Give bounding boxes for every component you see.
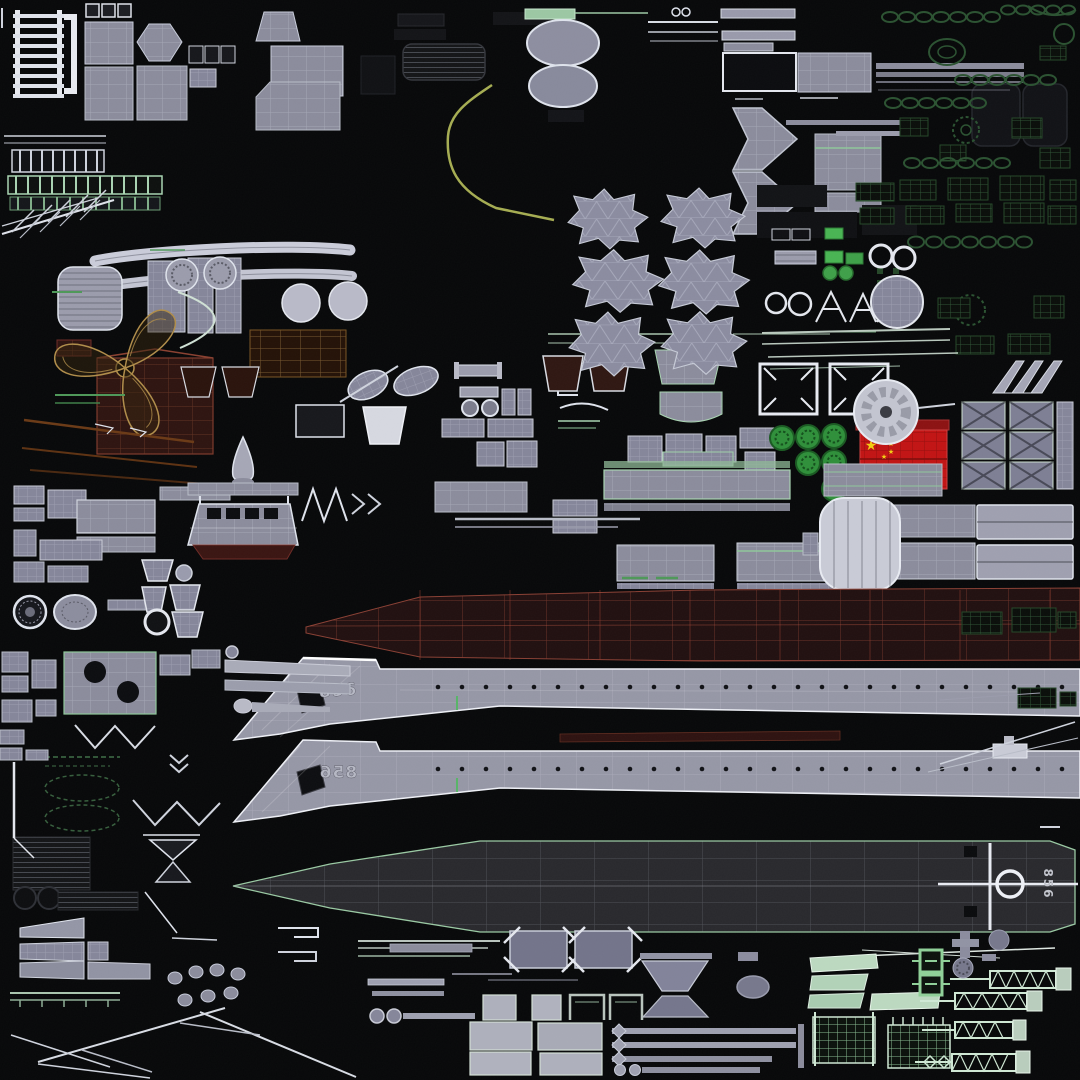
texture-grain-overlay <box>0 0 1080 1080</box>
uv-texture-atlas-sheet: ★★★★★★★★★★856856856 <box>0 0 1080 1080</box>
texture-atlas-canvas: ★★★★★★★★★★856856856 <box>0 0 1080 1080</box>
